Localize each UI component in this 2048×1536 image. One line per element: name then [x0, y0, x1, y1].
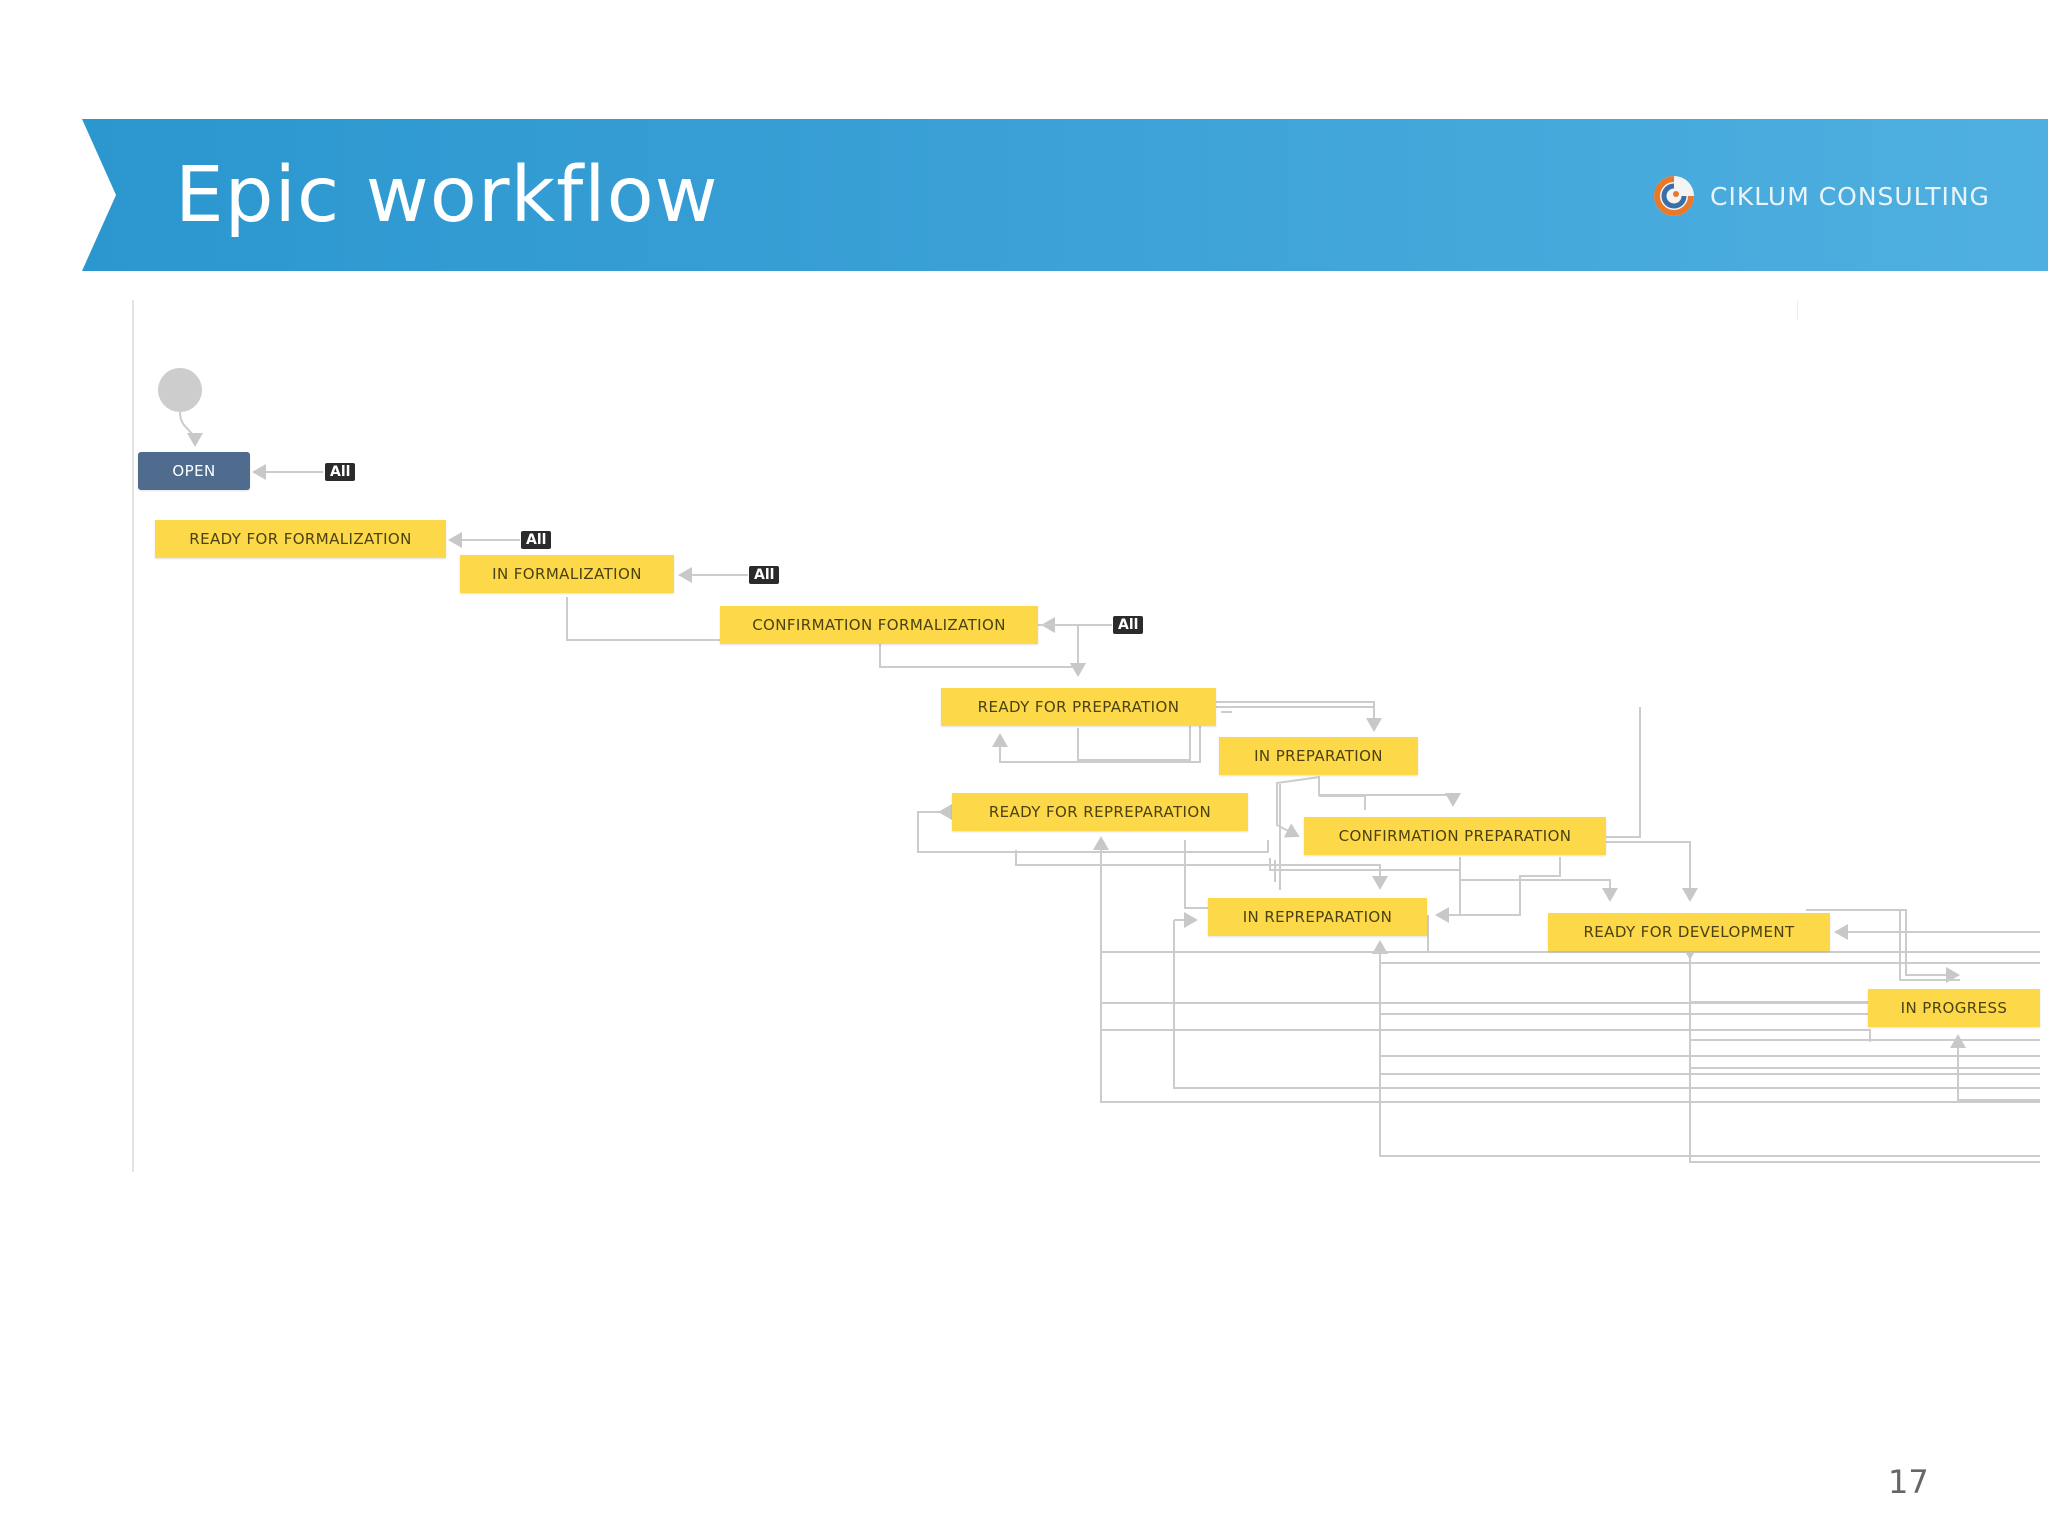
status-open[interactable]: OPEN	[138, 452, 250, 490]
status-confirmation-formalization[interactable]: CONFIRMATION FORMALIZATION	[720, 606, 1038, 644]
status-ready-for-formalization[interactable]: READY FOR FORMALIZATION	[155, 520, 446, 558]
all-transition-badge[interactable]: All	[749, 566, 780, 584]
status-in-preparation[interactable]: IN PREPARATION	[1219, 737, 1418, 775]
all-transition-badge[interactable]: All	[325, 463, 356, 481]
all-transition-badge[interactable]: All	[521, 531, 552, 549]
all-transition-badge[interactable]: All	[1113, 616, 1144, 634]
status-ready-for-repreparation[interactable]: READY FOR REPREPARATION	[952, 793, 1248, 831]
brand: CIKLUM CONSULTING	[1652, 172, 1990, 220]
status-ready-for-preparation[interactable]: READY FOR PREPARATION	[941, 688, 1216, 726]
status-ready-for-development[interactable]: READY FOR DEVELOPMENT	[1548, 913, 1830, 951]
diagram-left-border	[132, 300, 134, 1172]
status-in-formalization[interactable]: IN FORMALIZATION	[460, 555, 674, 593]
diagram-right-tick	[1797, 300, 1798, 320]
status-in-repreparation[interactable]: IN REPREPARATION	[1208, 898, 1427, 936]
status-confirmation-preparation[interactable]: CONFIRMATION PREPARATION	[1304, 817, 1606, 855]
status-in-progress[interactable]: IN PROGRESS	[1868, 989, 2040, 1027]
page-number: 17	[1888, 1463, 1929, 1501]
title-banner	[82, 119, 2048, 271]
ciklum-logo-icon	[1654, 176, 1694, 216]
start-circle-icon	[158, 368, 202, 412]
slide-title: Epic workflow	[175, 151, 719, 240]
brand-name: CIKLUM CONSULTING	[1710, 181, 1990, 211]
